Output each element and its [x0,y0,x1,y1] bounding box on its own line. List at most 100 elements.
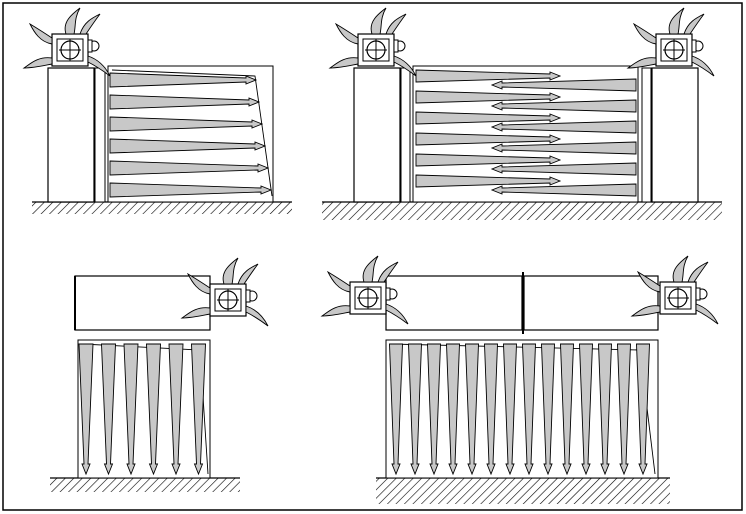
wind-arrow-down [560,343,574,476]
motor-unit-left [328,7,417,77]
wind-blade-icon [393,55,417,77]
wind-arrow-down [101,343,116,476]
wind-blade-icon [385,13,407,35]
wind-blade-icon [636,270,661,293]
motor-unit-left [320,255,409,325]
ground-hatch [50,478,240,492]
wind-blade-icon [385,303,409,325]
wind-blade-icon [626,57,657,69]
wind-blade-icon [334,22,359,45]
wind-arrow-right [415,132,562,146]
wind-blade-icon [695,303,719,325]
deflected-curtain [111,69,273,197]
wind-blade-icon [28,22,53,45]
curtain-frame [77,339,211,479]
wind-arrow-down [522,343,536,476]
wind-arrow-right [415,69,562,83]
gear-coupling [385,287,391,301]
wind-arrow-left [490,183,637,197]
wind-blade-icon [370,7,387,35]
wind-arrows-column-group [389,343,650,476]
wind-arrow-down [146,343,161,476]
box-housing-right [523,275,659,331]
wind-arrow [109,160,270,176]
wind-arrow-down [541,343,555,476]
wind-blade-icon [320,305,351,317]
wind-arrows-bidirectional-group [415,69,637,197]
wind-arrows-row-group [109,72,273,198]
wind-arrow-down [579,343,593,476]
wind-blade-icon [362,255,379,283]
wind-arrow-down [427,343,441,476]
wind-arrow [109,182,273,198]
wind-arrow-left [490,162,637,176]
wind-arrow-down [465,343,479,476]
wind-arrow-down [389,343,403,476]
wind-blade-icon [672,255,689,283]
wind-arrow-left [490,99,637,113]
guide-rail-right [641,67,652,203]
wind-arrow-right [415,90,562,104]
side-column [47,67,95,203]
curtain-frame [107,65,274,203]
wind-blade-icon [691,55,715,77]
gear-coupling [87,39,93,53]
wind-arrow-left [490,78,637,92]
wind-arrow-right [415,153,562,167]
wind-blade-icon [237,263,259,285]
box-housing [74,275,211,331]
wind-blade-icon [630,305,661,317]
wind-blade-icon [687,261,709,283]
wind-blade-icon [186,272,211,295]
wind-arrow-down [446,343,460,476]
motor-unit [22,7,111,77]
wind-blade-icon [245,305,269,327]
wind-arrow [109,72,258,88]
ground-hatch [32,202,292,214]
wind-blade-icon [87,55,111,77]
wind-arrow-down [636,343,650,476]
wind-arrow-left [490,120,637,134]
guide-rail [94,67,106,203]
wind-arrow-down [168,343,184,476]
wind-blade-icon [668,7,685,35]
guide-rail-left [400,67,411,203]
gear-coupling [695,287,701,301]
wind-arrow [109,116,264,132]
wind-blade-icon [377,261,399,283]
box-housing-left [385,275,523,331]
wind-arrow [109,138,267,154]
ground-hatch [376,478,670,504]
gear-coupling [393,39,399,53]
wind-blade-icon [328,57,359,69]
wind-blade-icon [64,7,81,35]
wind-blade-icon [22,57,53,69]
wind-arrow-down [484,343,498,476]
wind-blade-icon [683,13,705,35]
wind-arrow-down [191,343,206,476]
panel-dual-motor-horizontal [322,7,722,220]
wind-blade-icon [326,270,351,293]
wind-arrow-down [78,343,94,476]
wind-arrow-down [503,343,517,476]
panel-dual-motor-vertical [320,255,719,504]
motor-unit [180,257,269,327]
wind-arrow-down [123,343,139,476]
wind-arrow-left [490,141,637,155]
wind-arrow-down [617,343,631,476]
panel-single-motor-horizontal [22,7,292,214]
motor-unit-right [626,7,715,77]
wind-blade-icon [79,13,101,35]
side-column-left [353,67,401,203]
curtain-frame [385,339,659,479]
wind-arrow-down [408,343,422,476]
wind-arrow-right [415,111,562,125]
gear-coupling [245,289,251,303]
gear-coupling [691,39,697,53]
wind-blade-icon [222,257,239,285]
wind-arrow-down [598,343,612,476]
side-column-right [651,67,699,203]
wind-blade-icon [632,22,657,45]
